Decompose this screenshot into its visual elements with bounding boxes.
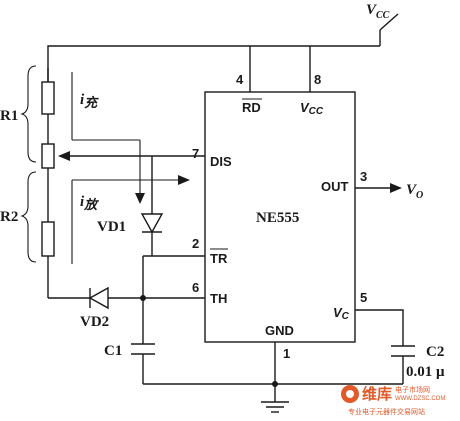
resistor-braces: R1 R2 [0, 65, 37, 263]
tr-label: TR [210, 251, 228, 266]
vcc-label: VCC [366, 2, 390, 21]
r2-label: R2 [0, 209, 18, 225]
pin-6: 6 [192, 280, 199, 295]
c2-label: C2 [426, 344, 444, 360]
watermark-logo: 维库 电子市场网 WWW.DZSC.COM 专业电子元器件交易网站 [341, 385, 445, 416]
charge-current: i充 [71, 72, 145, 204]
vd1-triangle [140, 213, 164, 234]
vc-pin-label: VC [333, 305, 350, 322]
top-rail [47, 45, 380, 92]
pin-4: 4 [236, 72, 244, 87]
gnd-label: GND [265, 323, 294, 338]
ground [143, 342, 403, 413]
ground-junction-dot [272, 381, 278, 387]
pin-3: 3 [360, 169, 367, 184]
vcc-terminal: VCC [366, 2, 399, 46]
output-arrow [390, 183, 402, 193]
wiper-arrow [58, 151, 70, 161]
pin-8: 8 [314, 72, 321, 87]
pin-5: 5 [360, 290, 367, 305]
pin-7: 7 [192, 146, 199, 161]
r2-resistor [41, 221, 55, 257]
watermark-brand: 维库 [362, 385, 392, 403]
r1-label: R1 [0, 108, 18, 124]
discharge-arrow [178, 175, 190, 185]
watermark-url: WWW.DZSC.COM [395, 396, 445, 402]
r1-brace [20, 65, 37, 163]
c1-capacitor: C1 [104, 343, 155, 384]
output-label: VO [406, 182, 423, 201]
chip-body [204, 91, 356, 343]
rd-label: RD [242, 100, 261, 115]
c1-label: C1 [104, 343, 122, 359]
discharge-current: i放 [71, 175, 190, 264]
pot-wiper-body [41, 143, 55, 169]
c2-capacitor: C2 0.01 μ [355, 309, 445, 384]
watermark-tag: 电子市场网 [395, 385, 430, 394]
output: VO [355, 182, 423, 201]
charge-arrow [135, 193, 145, 204]
r2-brace [20, 171, 37, 263]
potentiometer [41, 68, 205, 298]
pin-2: 2 [192, 236, 199, 251]
charge-current-label: i充 [80, 92, 99, 111]
vcc-pin-label: VCC [300, 100, 324, 117]
vd2-label: VD2 [80, 314, 109, 330]
ne555-chip: NE555 RD VCC DIS TR TH OUT VC GND 4 8 7 … [192, 72, 367, 361]
dis-label: DIS [210, 154, 232, 169]
r1-resistor [41, 81, 55, 115]
pin-1: 1 [283, 346, 290, 361]
vd2-diode: VD2 [48, 286, 143, 330]
watermark-slogan: 专业电子元器件交易网站 [348, 407, 425, 416]
out-label: OUT [321, 179, 349, 194]
vd1-label: VD1 [97, 219, 126, 235]
chip-name: NE555 [256, 210, 299, 226]
vd1-diode: VD1 [97, 156, 164, 256]
vd2-triangle [88, 286, 109, 310]
discharge-current-label: i放 [80, 194, 99, 213]
trigger-threshold-node [140, 255, 205, 344]
th-label: TH [210, 291, 227, 306]
c2-value: 0.01 μ [406, 364, 445, 380]
